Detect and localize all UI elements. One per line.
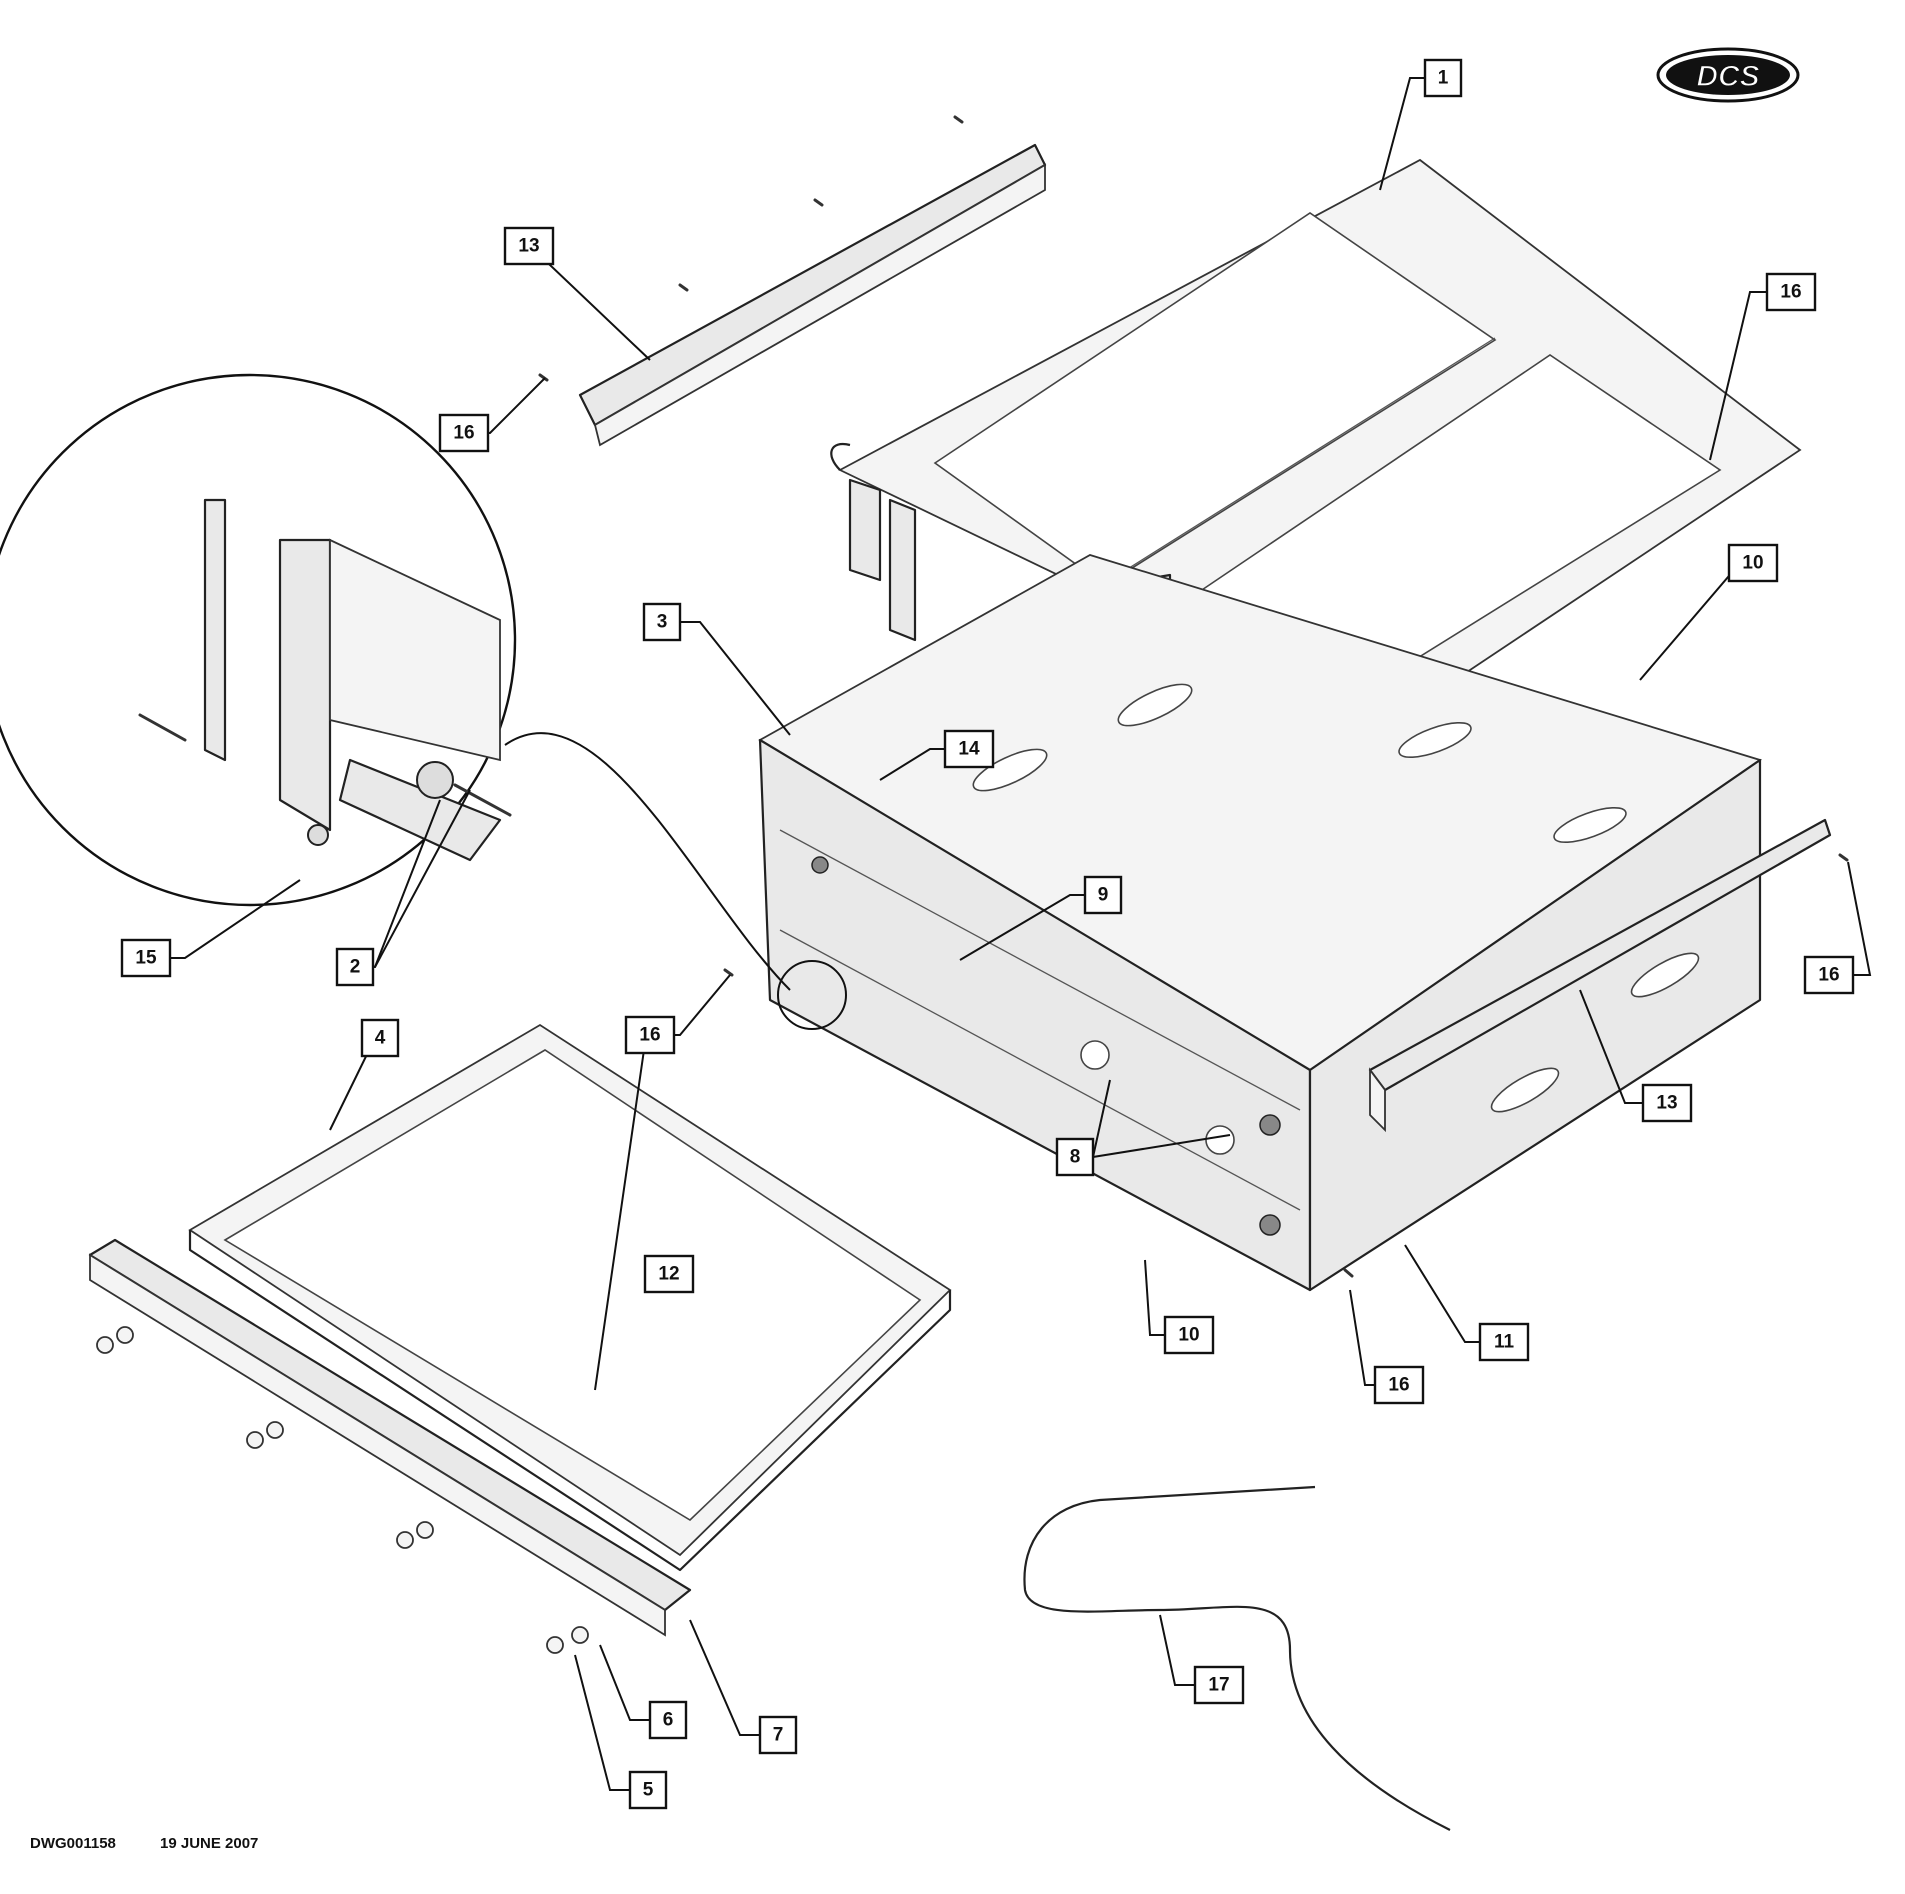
callout-16-middle-text: 16 [639, 1025, 660, 1046]
part-13-upper-rail [578, 143, 1047, 447]
callout-7: 7 [758, 1715, 798, 1755]
callout-16-top-left: 16 [438, 413, 490, 453]
callout-3: 3 [642, 602, 682, 642]
callout-15-text: 15 [135, 948, 157, 969]
callout-11: 11 [1478, 1322, 1530, 1362]
callout-16-bottom: 16 [1373, 1365, 1425, 1405]
dcs-logo: DCS [1656, 47, 1800, 103]
callout-14: 14 [943, 729, 995, 769]
detail-inset [0, 373, 847, 1030]
callout-15: 15 [120, 938, 172, 978]
callout-12: 12 [643, 1254, 695, 1294]
callout-16-top-right: 16 [1765, 272, 1817, 312]
callout-2-text: 2 [350, 957, 361, 978]
drawing-date: 19 JUNE 2007 [160, 1835, 258, 1852]
callout-2: 2 [335, 947, 375, 987]
callout-16-middle: 16 [624, 1015, 676, 1055]
callout-3-text: 3 [657, 612, 668, 633]
part-3-housing [758, 554, 1763, 1292]
callout-5-text: 5 [643, 1780, 654, 1801]
logo-text: DCS [1696, 60, 1759, 93]
callout-16-top-left-text: 16 [453, 423, 474, 444]
callout-13-upper-text: 13 [518, 236, 539, 257]
callout-13-upper: 13 [503, 226, 555, 266]
part-4-tray [188, 1023, 952, 1572]
callout-10-upper: 10 [1727, 543, 1779, 583]
callout-10-upper-text: 10 [1742, 553, 1763, 574]
callout-16-top-right-text: 16 [1780, 282, 1801, 303]
part-13-right-rail [1368, 818, 1832, 1133]
callout-16-right-text: 16 [1818, 965, 1839, 986]
callout-11-text: 11 [1494, 1332, 1515, 1353]
callout-12-text: 12 [658, 1264, 679, 1285]
callout-6-text: 6 [663, 1710, 674, 1731]
callout-17-text: 17 [1208, 1675, 1229, 1696]
callout-8-text: 8 [1070, 1147, 1081, 1168]
callout-14-text: 14 [958, 739, 980, 760]
drawing-footer: DWG001158 19 JUNE 2007 [30, 1835, 258, 1852]
callout-9: 9 [1083, 875, 1123, 915]
callout-10-lower: 10 [1163, 1315, 1215, 1355]
callout-1: 1 [1423, 58, 1463, 98]
callout-4-text: 4 [375, 1028, 386, 1049]
callout-1-text: 1 [1438, 68, 1449, 89]
callout-10-lower-text: 10 [1178, 1325, 1199, 1346]
callout-4: 4 [360, 1018, 400, 1058]
part-7-handle [88, 1238, 692, 1637]
fasteners [96, 115, 1849, 1654]
callout-9-text: 9 [1098, 885, 1109, 906]
drawing-number: DWG001158 [30, 1835, 116, 1852]
callout-8: 8 [1055, 1137, 1095, 1177]
callout-7-text: 7 [773, 1725, 784, 1746]
part-17-cable [1023, 1485, 1451, 1831]
callout-16-right: 16 [1803, 955, 1855, 995]
callout-5: 5 [628, 1770, 668, 1810]
callout-13-right-text: 13 [1656, 1093, 1677, 1114]
callout-16-bottom-text: 16 [1388, 1375, 1409, 1396]
callout-6: 6 [648, 1700, 688, 1740]
callout-13-right: 13 [1641, 1083, 1693, 1123]
callout-17: 17 [1193, 1665, 1245, 1705]
